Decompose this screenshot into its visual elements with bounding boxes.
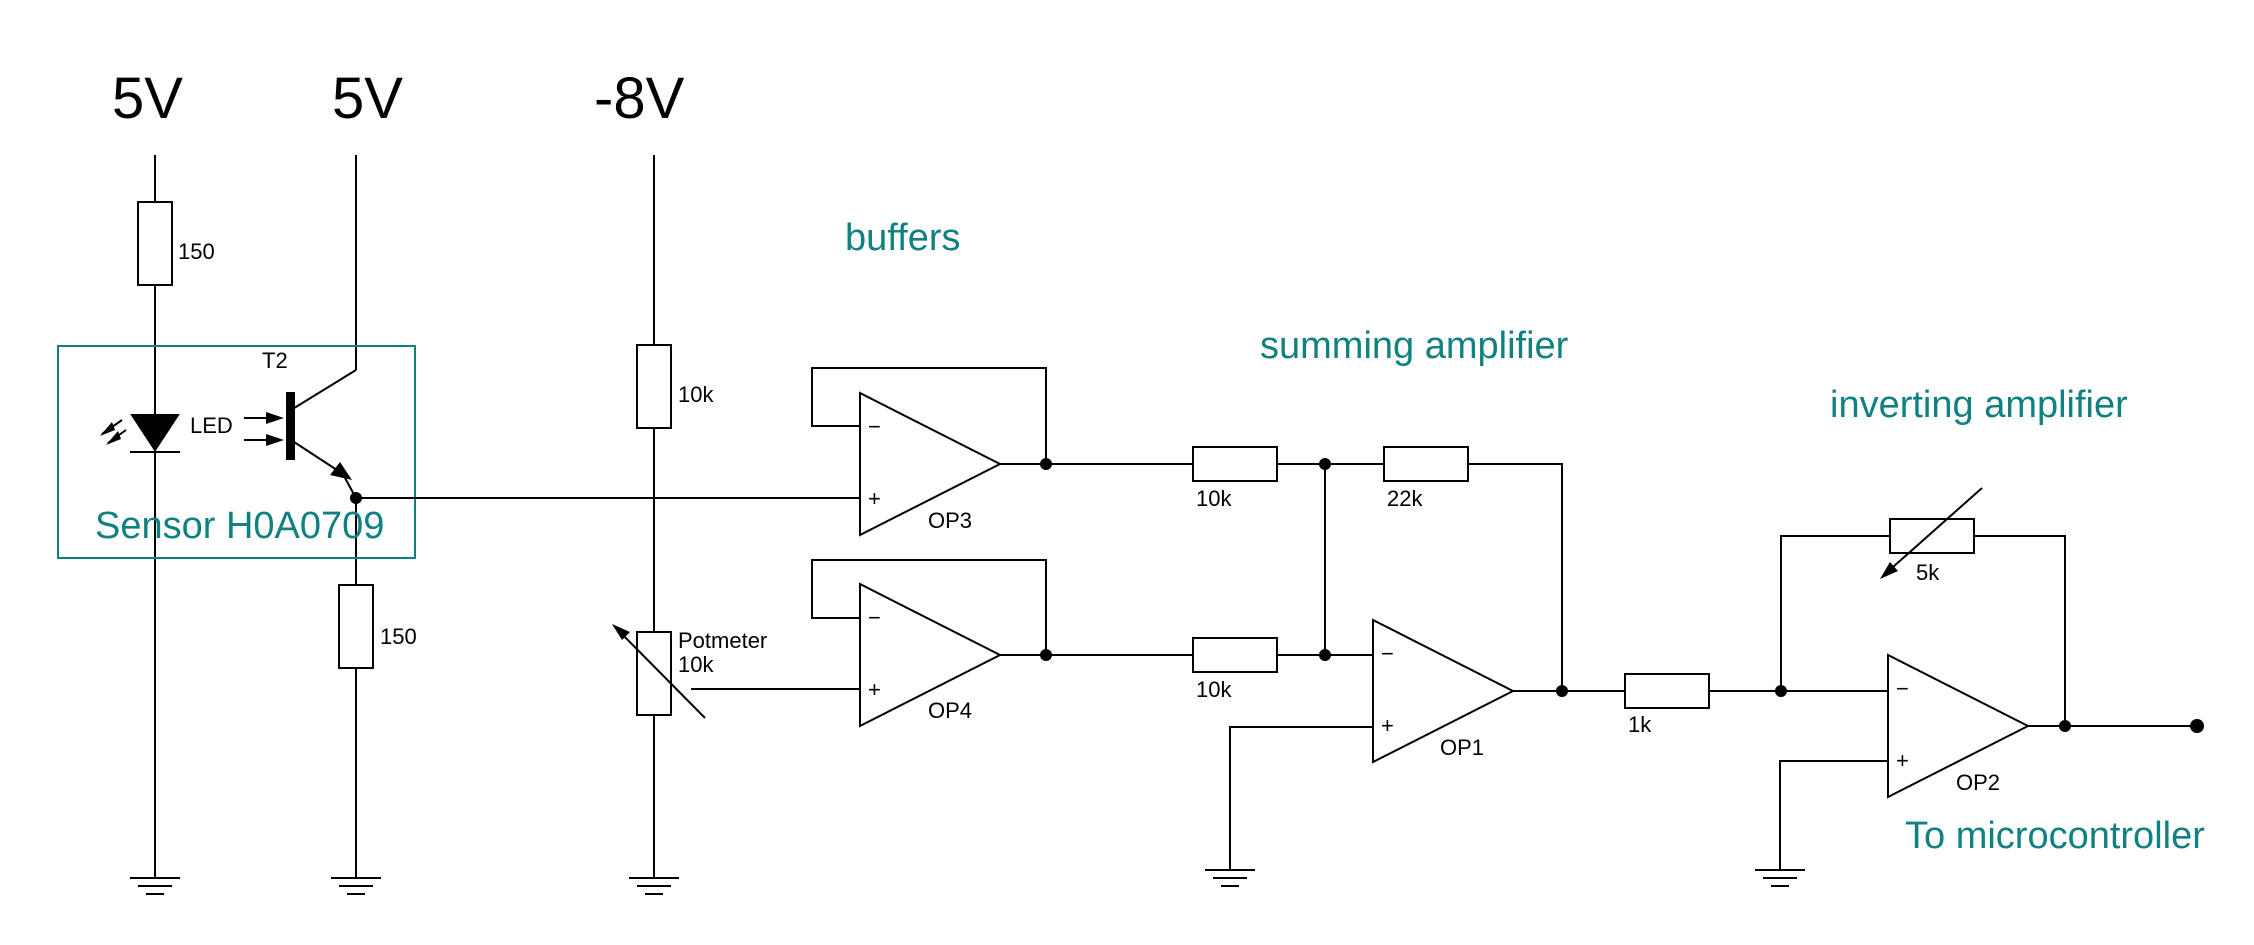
emitter-arrow-icon (330, 462, 352, 480)
junction-sensor-output (350, 492, 362, 504)
resistor-top-value: 10k (678, 382, 714, 407)
light-input-arrows-icon (244, 412, 284, 446)
section-title-inverting-amplifier: inverting amplifier (1830, 384, 2128, 426)
sensor-label: Sensor H0A0709 (95, 505, 384, 547)
transistor-base-bar (286, 392, 295, 460)
op1-inverting-sign: − (1381, 641, 1394, 666)
resistor-led-value: 150 (178, 239, 215, 264)
potmeter (636, 631, 672, 716)
resistor-variable-5k (1889, 518, 1975, 554)
adjustable-arrow-icon (612, 624, 706, 719)
output-label-microcontroller: To microcontroller (1905, 815, 2205, 857)
op4-label: OP4 (928, 698, 972, 723)
opamp-op3: − + OP3 (811, 367, 1052, 537)
opamp-op4: − + OP4 (811, 559, 1052, 728)
op3-inverting-sign: − (868, 414, 881, 439)
phototransistor-branch: T2 LED 150 (190, 155, 417, 895)
ground-symbol-op1 (1205, 869, 1255, 887)
resistor-led (137, 201, 173, 286)
op2-inverting-sign: − (1896, 676, 1909, 701)
transistor-label: T2 (262, 348, 288, 373)
resistor-feedback (1383, 446, 1469, 482)
ground-symbol-emitter (331, 877, 381, 895)
sensor-housing-box (57, 345, 416, 559)
opamp-op1: − + OP1 (1205, 618, 1625, 887)
resistor-top (636, 344, 672, 429)
led-branch: 150 (100, 155, 215, 895)
led-diode-symbol (130, 414, 180, 453)
ground-symbol-led (130, 877, 180, 895)
op4-noninverting-sign: + (868, 677, 881, 702)
potmeter-value: 10k (678, 652, 714, 677)
opamp-op2: − + OP2 (1755, 653, 2204, 887)
offset-branch: 10k Potmeter 10k (612, 155, 860, 895)
resistor-input-value: 1k (1628, 712, 1652, 737)
resistor-op4-output-value: 10k (1196, 677, 1232, 702)
junction-op1-output (1556, 685, 1568, 697)
op1-noninverting-sign: + (1381, 713, 1394, 738)
section-title-summing-amplifier: summing amplifier (1260, 325, 1569, 367)
resistor-op4-output (1192, 637, 1278, 673)
resistor-variable-value: 5k (1916, 560, 1940, 585)
output-terminal (2190, 719, 2204, 733)
ground-symbol-potmeter (629, 877, 679, 895)
resistor-op3-output-value: 10k (1196, 486, 1232, 511)
potmeter-name: Potmeter (678, 628, 767, 653)
inverting-network: 1k 5k (1624, 487, 2066, 737)
section-title-buffers: buffers (845, 217, 960, 259)
junction-summing-node (1319, 649, 1331, 661)
op3-label: OP3 (928, 508, 972, 533)
resistor-emitter-value: 150 (380, 624, 417, 649)
resistor-feedback-value: 22k (1387, 486, 1423, 511)
summing-network: 10k 22k 10k (1046, 446, 1563, 702)
supply-label-neg8v: -8V (594, 66, 685, 131)
resistor-op3-output (1192, 446, 1278, 482)
variable-resistor-arrow-icon (1880, 487, 1983, 579)
resistor-input (1624, 673, 1710, 709)
supply-label-5v-transistor: 5V (332, 66, 403, 131)
supply-label-5v-led: 5V (112, 66, 183, 131)
led-label: LED (190, 413, 233, 438)
ground-symbol-op2 (1755, 869, 1805, 887)
light-emission-icon (100, 419, 127, 445)
junction-op2-output (2059, 720, 2071, 732)
op3-noninverting-sign: + (868, 486, 881, 511)
op2-label: OP2 (1956, 770, 2000, 795)
op4-inverting-sign: − (868, 605, 881, 630)
op1-label: OP1 (1440, 735, 1484, 760)
resistor-emitter (338, 584, 374, 669)
op2-noninverting-sign: + (1896, 748, 1909, 773)
